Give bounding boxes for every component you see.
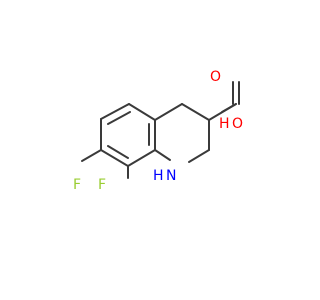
double-bond-inner-2: [107, 145, 129, 159]
bond-c7-c8a: [127, 149, 156, 167]
bond-n1-c8a: [154, 149, 171, 161]
bond-c4a-c5: [100, 103, 130, 120]
hydroxyl-o-label: O: [232, 116, 243, 132]
fluorine-atom-label-1: F: [73, 177, 81, 193]
bond-c4-c3: [181, 103, 210, 121]
hydroxyl-h-label: H: [219, 116, 230, 132]
bond-c4a-c4b: [128, 103, 156, 121]
bond-c-hydroxyl-o: [221, 103, 237, 113]
amine-n-label: N: [166, 168, 176, 184]
bond-c7-f: [81, 149, 102, 162]
bond-c4a-c4: [154, 103, 183, 121]
bond-c2-n1: [188, 149, 210, 163]
structure-svg: F F N H O O H: [73, 69, 243, 193]
double-bond-inner-1: [107, 111, 131, 125]
bond-c6-c7: [100, 149, 129, 167]
molecule-diagram: F F N H O O H: [73, 69, 244, 193]
carbonyl-o-label: O: [210, 69, 221, 85]
amine-h-label: H: [153, 168, 164, 184]
fluorine-atom-label-2: F: [98, 177, 106, 193]
